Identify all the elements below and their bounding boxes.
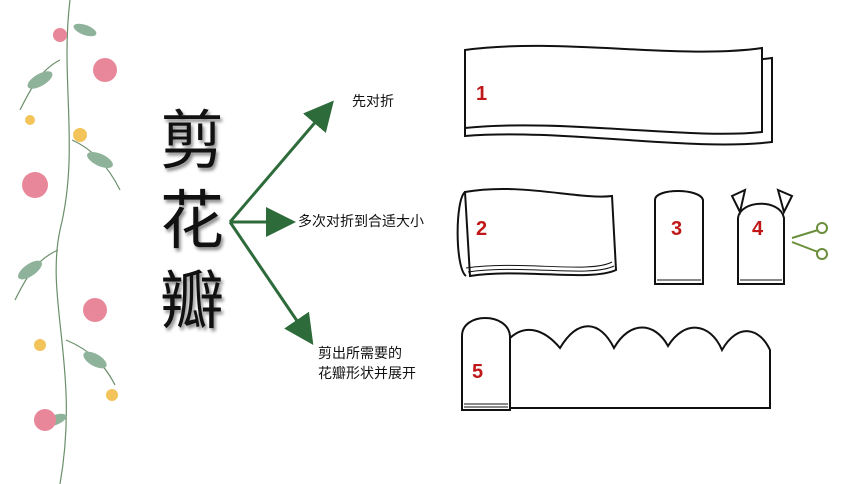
title-char-3: 瓣 — [160, 265, 224, 339]
panel-number-4: 4 — [752, 218, 764, 240]
panel-5-unfolded-petals: 5 — [461, 317, 771, 411]
arrow-step-1 — [228, 100, 334, 223]
step-1-label: 先对折 — [352, 94, 394, 110]
panel-number-5: 5 — [472, 361, 483, 383]
arrow-step-3 — [228, 221, 314, 345]
panel-2-folded-stack: 2 — [456, 187, 618, 278]
panel-4-cut-block: 4 — [730, 188, 794, 285]
step-3-label-line-1: 剪出所需要的 — [318, 346, 402, 362]
scissors-icon — [791, 222, 828, 260]
floral-border — [14, 0, 121, 484]
panel-3-folded-block: 3 — [654, 190, 704, 285]
step-3-label-line-2: 花瓣形状并展开 — [318, 366, 416, 382]
panel-1-folded-strip: 1 — [464, 44, 773, 146]
step-3-label: 剪出所需要的 花瓣形状并展开 — [318, 344, 416, 384]
panel-number-2: 2 — [476, 218, 487, 240]
panel-number-1: 1 — [476, 83, 487, 105]
title-char-2: 花 — [160, 185, 224, 259]
step-2-label: 多次对折到合适大小 — [298, 214, 424, 230]
panel-number-3: 3 — [671, 218, 682, 240]
title-char-1: 剪 — [160, 105, 224, 179]
